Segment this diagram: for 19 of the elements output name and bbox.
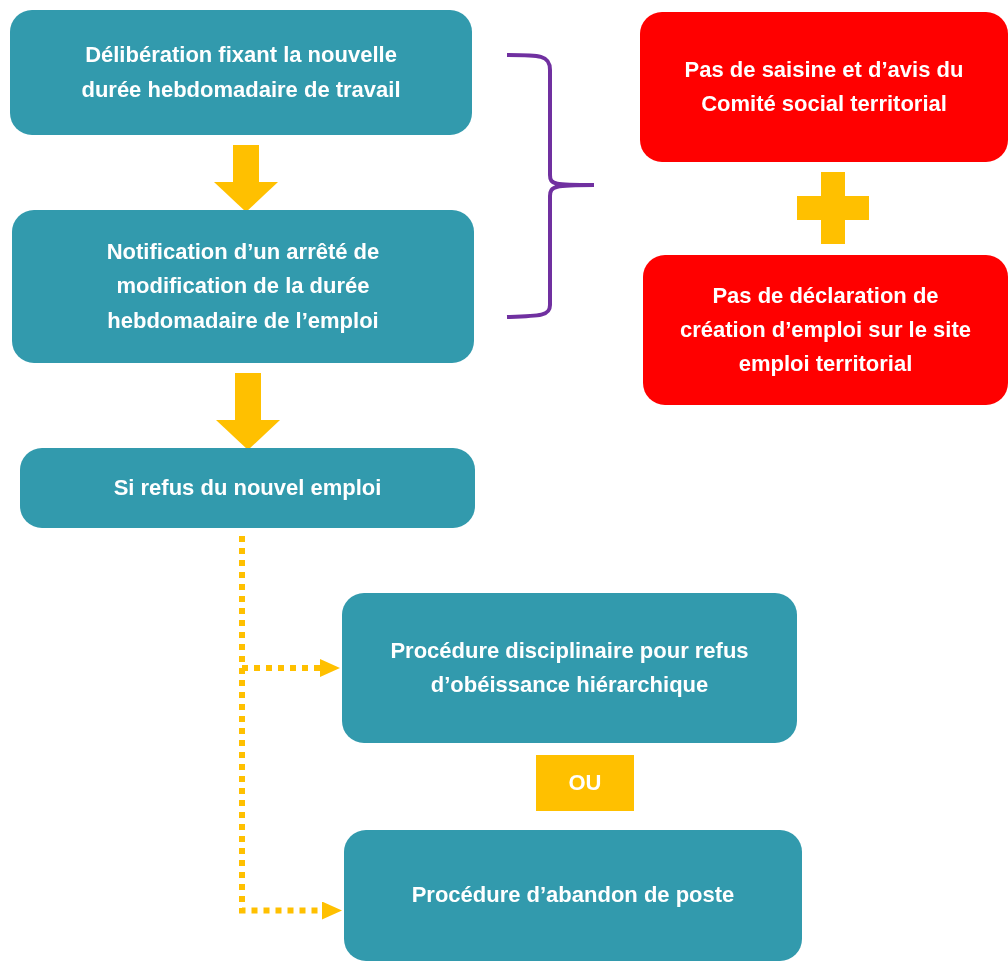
process-box <box>344 830 802 961</box>
box-text: Notification d’un arrêté de modification de la durée hebdomadaire de l’emploi <box>105 238 381 335</box>
or-box <box>536 755 634 811</box>
box-text: Pas de saisine et d’avis du Comité social territorial <box>683 55 965 118</box>
dotted-arrow <box>239 536 342 920</box>
process-box <box>342 593 797 743</box>
process-box <box>10 10 472 135</box>
warning-box <box>643 255 1008 405</box>
process-box <box>20 448 475 528</box>
block-arrow <box>216 373 280 450</box>
block-arrow <box>214 145 278 212</box>
box-text: Délibération fixant la nouvelle durée hebdomadaire de travail <box>80 41 402 104</box>
box-text: Si refus du nouvel emploi <box>113 473 382 502</box>
box-text: Pas de déclaration de création d’emploi sur le site emploi territorial <box>679 281 972 379</box>
box-text: OU <box>568 768 602 797</box>
box-text: Procédure d’abandon de poste <box>411 881 735 910</box>
process-box <box>12 210 474 363</box>
box-text: Procédure disciplinaire pour refus d’obéissance hiérarchique <box>389 636 750 699</box>
warning-box <box>640 12 1008 162</box>
